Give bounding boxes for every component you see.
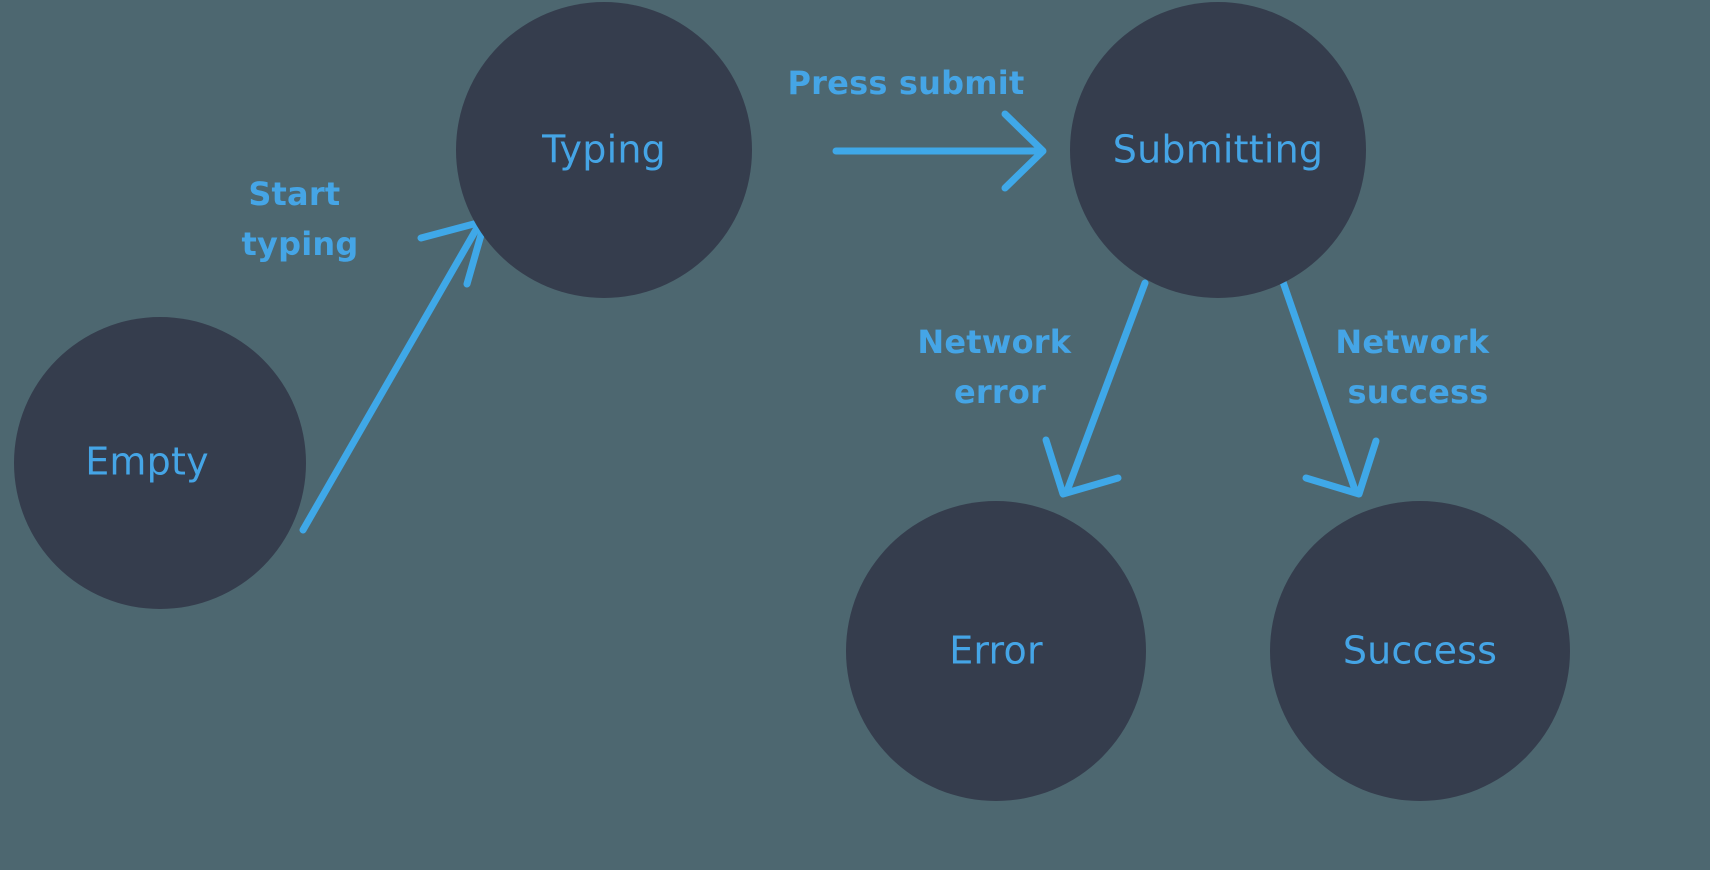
edge-typing-to-submitting [832,110,1047,192]
edge-typing-to-submitting-arrowhead [1001,110,1047,192]
edge-label-submitting-to-success: Network success [1335,323,1500,411]
state-node-typing[interactable]: Typing [456,2,752,298]
edge-label-line: Network [917,323,1071,361]
state-node-success-label: Success [1343,629,1497,673]
edge-empty-to-typing [299,217,489,534]
svg-text:Start typing: Start typing [242,175,359,263]
edge-label-empty-to-typing: Start typing [242,175,359,263]
state-node-submitting-circle[interactable] [1070,2,1366,298]
edge-label-line: Press submit [788,64,1025,102]
state-node-typing-label: Typing [541,128,666,172]
edge-label-line: error [954,373,1046,411]
edge-submitting-to-success-arrowhead [1302,437,1380,498]
edge-submitting-to-error-arrowhead [1042,436,1122,498]
svg-text:Network success: Network success [1335,323,1500,411]
state-node-empty[interactable]: Empty [14,317,306,609]
state-node-error-circle[interactable] [846,501,1146,801]
svg-text:Network error: Network error [917,323,1082,411]
edge-label-line: success [1348,373,1489,411]
state-node-success[interactable]: Success [1270,501,1570,801]
edge-label-typing-to-submitting: Press submit [788,64,1025,102]
edge-submitting-to-error [1042,279,1149,498]
edge-label-submitting-to-error: Network error [917,323,1082,411]
state-node-submitting[interactable]: Submitting [1070,2,1366,298]
state-node-empty-circle[interactable] [14,317,306,609]
state-node-submitting-label: Submitting [1113,128,1323,172]
edge-label-line: typing [242,225,359,263]
state-node-typing-circle[interactable] [456,2,752,298]
edge-empty-to-typing-line [299,224,481,534]
edge-label-line: Start [248,175,340,213]
state-node-error[interactable]: Error [846,501,1146,801]
edge-submitting-to-success [1279,278,1380,498]
svg-text:Press submit: Press submit [788,64,1025,102]
state-node-success-circle[interactable] [1270,501,1570,801]
edge-submitting-to-success-line [1279,278,1359,494]
state-node-empty-label: Empty [85,440,209,484]
state-node-error-label: Error [949,629,1043,673]
edge-submitting-to-error-line [1063,279,1149,495]
edge-label-line: Network [1335,323,1489,361]
